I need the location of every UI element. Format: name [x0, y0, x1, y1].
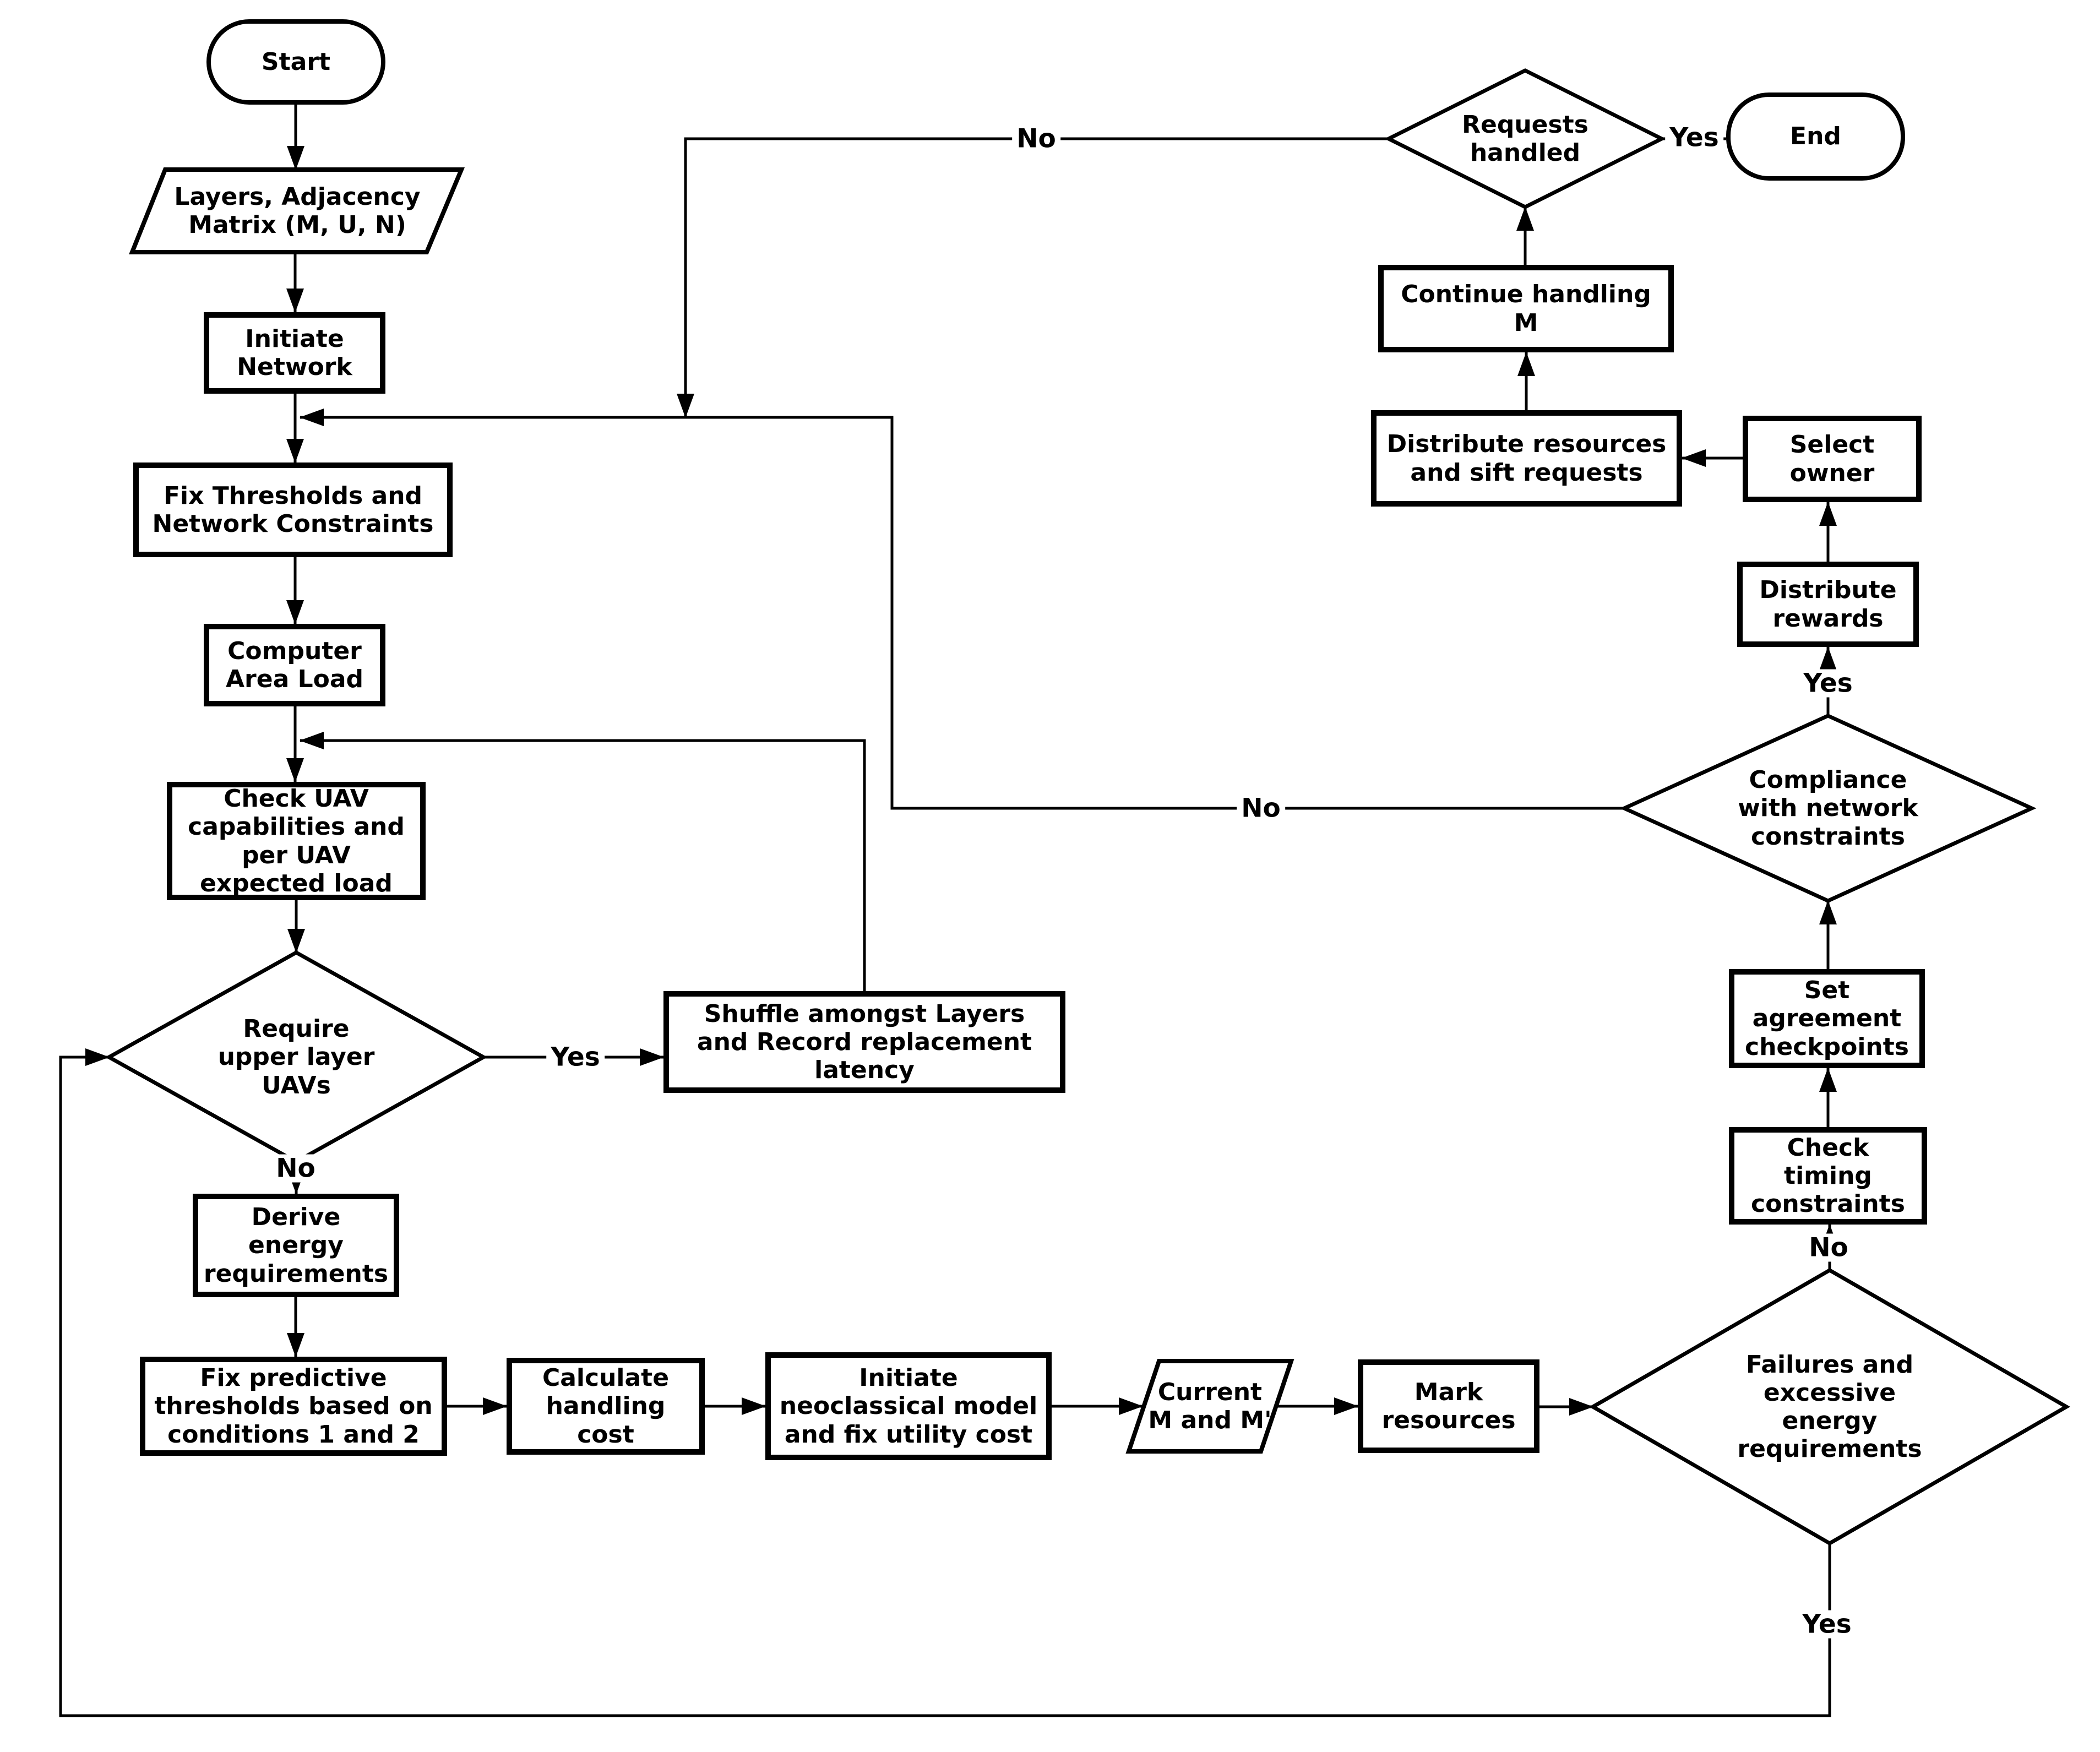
node-compliance: Compliance with network constraints — [1738, 766, 1918, 851]
node-shuffle: Shuffle amongst Layers and Record replac… — [663, 991, 1065, 1093]
label-compliance-no: No — [1237, 794, 1285, 823]
label-failures-no: No — [1804, 1233, 1853, 1262]
node-failures: Failures and excessive energy requiremen… — [1737, 1350, 1922, 1463]
edge-requests-no-loop — [677, 137, 1389, 418]
node-computer-area-load: Computer Area Load — [204, 624, 385, 706]
edge-failures-yes-loop — [59, 1048, 1831, 1717]
input-layers-shape — [129, 167, 465, 254]
edge-shuffle-loop-to-checkuav — [300, 732, 866, 991]
node-mark-resources: Mark resources — [1358, 1359, 1539, 1453]
label-requests-yes: Yes — [1665, 123, 1723, 152]
node-derive-energy: Derive energy requirements — [193, 1194, 399, 1297]
node-end: End — [1726, 93, 1905, 181]
label-failures-yes: Yes — [1798, 1610, 1856, 1639]
node-fix-thresholds: Fix Thresholds and Network Constraints — [133, 463, 453, 557]
label-requests-no: No — [1012, 124, 1060, 153]
label-require-yes: Yes — [546, 1043, 605, 1071]
node-fix-predictive: Fix predictive thresholds based on condi… — [140, 1357, 447, 1456]
node-continue-handling: Continue handling M — [1378, 265, 1674, 352]
node-initiate-neoclassical: Initiate neoclassical model and fix util… — [765, 1352, 1052, 1460]
node-current-m: Current M and M' — [1148, 1378, 1272, 1434]
node-distribute-resources: Distribute resources and sift requests — [1371, 410, 1682, 507]
label-require-no: No — [271, 1154, 320, 1183]
node-require-upper: Require upper layer UAVs — [217, 1015, 375, 1100]
node-input-layers: Layers, Adjacency Matrix (M, U, N) — [174, 182, 421, 239]
node-set-agreement: Set agreement checkpoints — [1729, 969, 1925, 1068]
node-check-timing: Check timing constraints — [1729, 1127, 1927, 1225]
node-calculate-handling: Calculate handling cost — [507, 1358, 705, 1455]
node-check-uav: Check UAV capabilities and per UAV expec… — [167, 782, 426, 900]
node-start: Start — [206, 19, 385, 105]
current-m-shape — [1125, 1359, 1294, 1454]
node-initiate-network: Initiate Network — [204, 312, 385, 394]
node-select-owner: Select owner — [1743, 416, 1922, 502]
label-compliance-yes: Yes — [1799, 669, 1857, 698]
node-distribute-rewards: Distribute rewards — [1737, 562, 1919, 647]
node-requests-handled: Requests handled — [1462, 110, 1588, 167]
